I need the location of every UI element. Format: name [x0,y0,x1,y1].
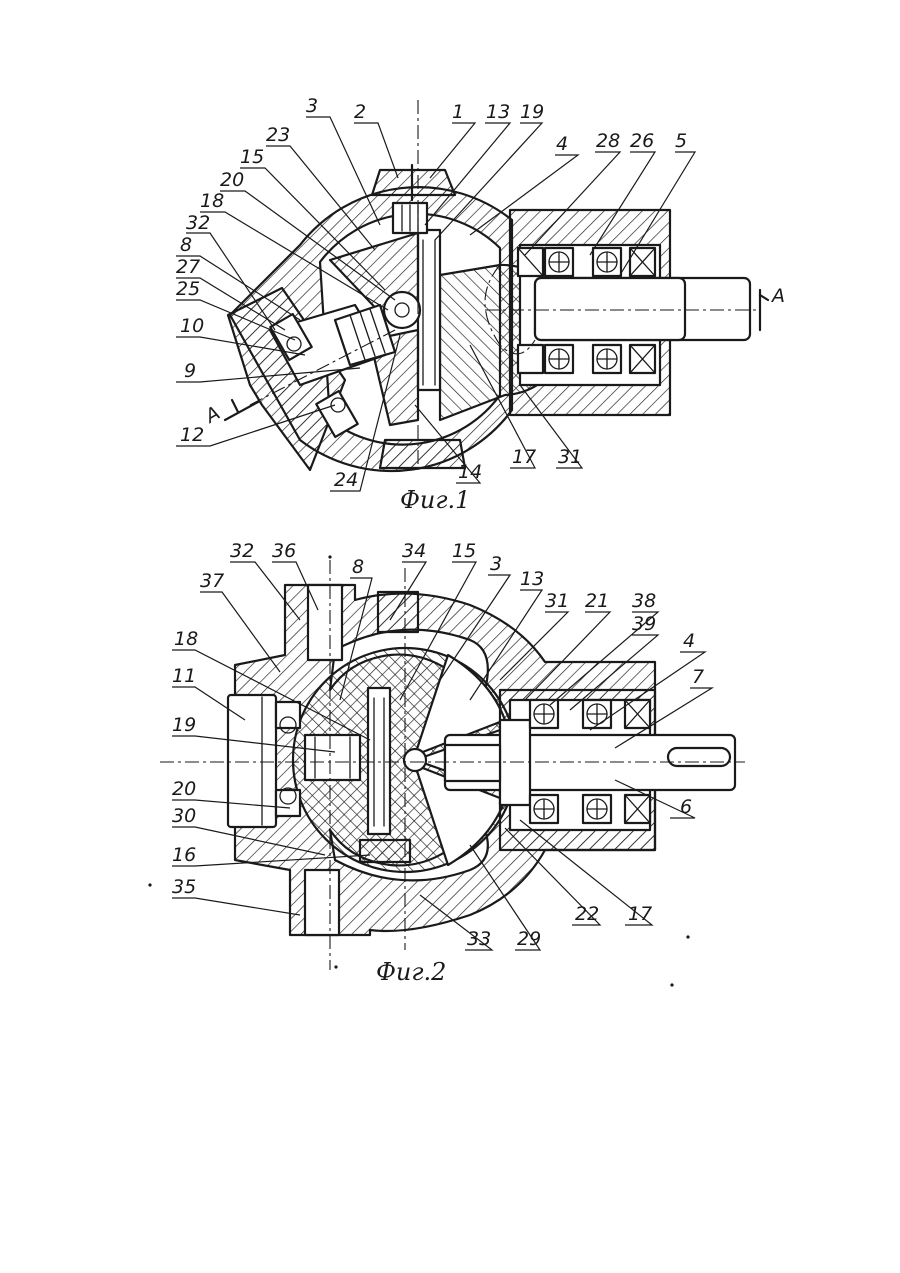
fig2-label: 31 [545,590,569,612]
fig2-caption: Фиг.2 [376,958,446,986]
fig2-label: 19 [172,714,196,736]
fig2-top-port [308,585,342,660]
fig2-label: 29 [517,928,541,950]
section-arrow-icon [760,290,768,330]
fig1-label: 10 [180,315,204,337]
fig2-label: 34 [402,540,426,562]
fig2-top-pad [378,592,418,632]
fig1-label: 31 [558,446,582,468]
fig2-label: 11 [172,665,196,687]
fig1-label: 13 [486,101,510,123]
fig1-label: 2 [354,101,366,123]
fig2-label: 8 [352,556,364,578]
fig2-label: 33 [467,928,491,950]
fig2-label: 35 [172,876,196,898]
fig2-label: 39 [632,613,656,635]
fig2-label: 37 [200,570,224,592]
fig1-ball-joint [384,292,420,328]
fig2-upper-bearings [530,700,650,728]
fig1-label: 20 [220,169,244,191]
fig1-label: 24 [334,469,358,491]
fig2-label: 7 [692,666,704,688]
fig2-label: 13 [520,568,544,590]
fig1-label: 32 [186,212,210,234]
fig2-label: 16 [172,844,196,866]
fig1-label: 3 [306,95,318,117]
fig1-label: 8 [180,234,192,256]
fig2-bottom-port [305,870,339,935]
fig1-bottom-flange [380,440,465,468]
figure-1: A A [176,95,785,514]
fig1-label: 5 [675,130,687,152]
fig2-label: 30 [172,805,196,827]
fig1-label: 9 [184,360,196,382]
fig2-label: 4 [683,630,695,652]
fig2-rotor-slot [368,688,390,834]
fig1-label: 18 [200,190,224,212]
fig2-label: 17 [628,903,652,925]
fig2-lower-bearings [530,795,650,823]
fig2-label: 20 [172,778,196,800]
fig1-top-flange [372,170,455,195]
fig2-label: 36 [272,540,296,562]
fig1-label: 25 [176,278,200,300]
fig1-section-marker-right: A [770,285,785,307]
fig2-label: 15 [452,540,476,562]
fig1-label: 4 [556,133,568,155]
fig2-label: 6 [680,796,692,818]
fig2-label: 32 [230,540,254,562]
fig1-label: 23 [266,124,290,146]
fig2-left-cover [228,695,276,827]
fig2-label: 38 [632,590,656,612]
fig2-label: 3 [490,553,502,575]
figure-2: 32 36 8 34 15 3 37 13 31 21 38 39 4 18 7… [160,540,745,986]
fig1-label: 26 [630,130,654,152]
fig2-label: 22 [575,903,599,925]
fig1-caption: Фиг.1 [400,486,470,514]
fig1-label: 28 [596,130,620,152]
fig1-rotor-slot [418,230,440,390]
fig2-bottom-pad [360,840,410,862]
fig1-label: 14 [458,461,482,483]
fig1-label: 12 [180,424,204,446]
fig1-label: 15 [240,146,264,168]
fig2-label: 18 [174,628,198,650]
shaft-key-icon [668,748,730,766]
fig2-label: 21 [585,590,609,612]
fig1-label: 19 [520,101,544,123]
fig1-label: 17 [512,446,536,468]
fig2-ball-joint [404,749,426,771]
fig1-label: 1 [452,101,464,123]
fig1-label: 27 [176,256,200,278]
fig2-left-stub-shaft [305,735,360,780]
